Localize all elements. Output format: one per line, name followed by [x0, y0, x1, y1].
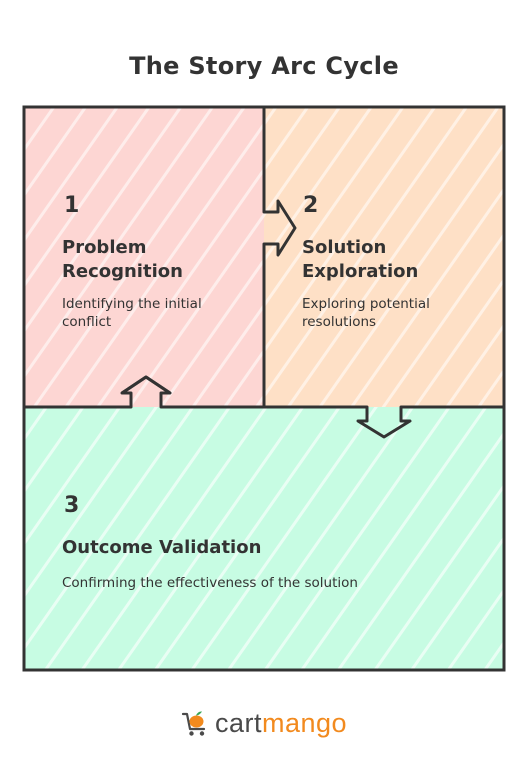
mango-cart-icon	[181, 711, 206, 736]
step-3-box	[24, 407, 504, 670]
step-1-title-line1: Problem	[62, 237, 147, 258]
logo-wordmark: cartmango	[215, 708, 347, 739]
step-1-desc-line2: conflict	[62, 314, 112, 330]
logo-text-cart: cart	[214, 707, 262, 738]
arrow-step3-to-step1	[121, 375, 171, 395]
step-2-box	[264, 107, 504, 407]
step-2-number: 2	[303, 193, 319, 218]
step-1-description: Identifying the initial conflict	[62, 295, 202, 331]
step-2-desc-line2: resolutions	[302, 314, 377, 330]
step-1-title-line2: Recognition	[62, 261, 183, 282]
step-1-title: Problem Recognition	[62, 236, 183, 284]
step-1-desc-line1: Identifying the initial	[62, 296, 202, 312]
step-1-box	[24, 107, 264, 407]
step-2-desc-line1: Exploring potential	[302, 296, 430, 312]
logo-text-mango: mango	[261, 707, 348, 738]
step-3-number: 3	[64, 493, 80, 518]
step-2-description: Exploring potential resolutions	[302, 295, 430, 331]
step-3-title: Outcome Validation	[62, 537, 262, 558]
step-2-title: Solution Exploration	[302, 236, 418, 284]
step-1-number: 1	[64, 193, 80, 218]
arrow-step2-to-step3	[24, 375, 504, 439]
cartmango-logo: cartmango	[0, 703, 528, 743]
step-2-title-line1: Solution	[302, 237, 387, 258]
step-3-description: Confirming the effectiveness of the solu…	[62, 575, 358, 591]
step-2-title-line2: Exploration	[302, 261, 419, 282]
diagram-title: The Story Arc Cycle	[129, 52, 399, 80]
arrow-step1-to-step2	[262, 107, 297, 407]
